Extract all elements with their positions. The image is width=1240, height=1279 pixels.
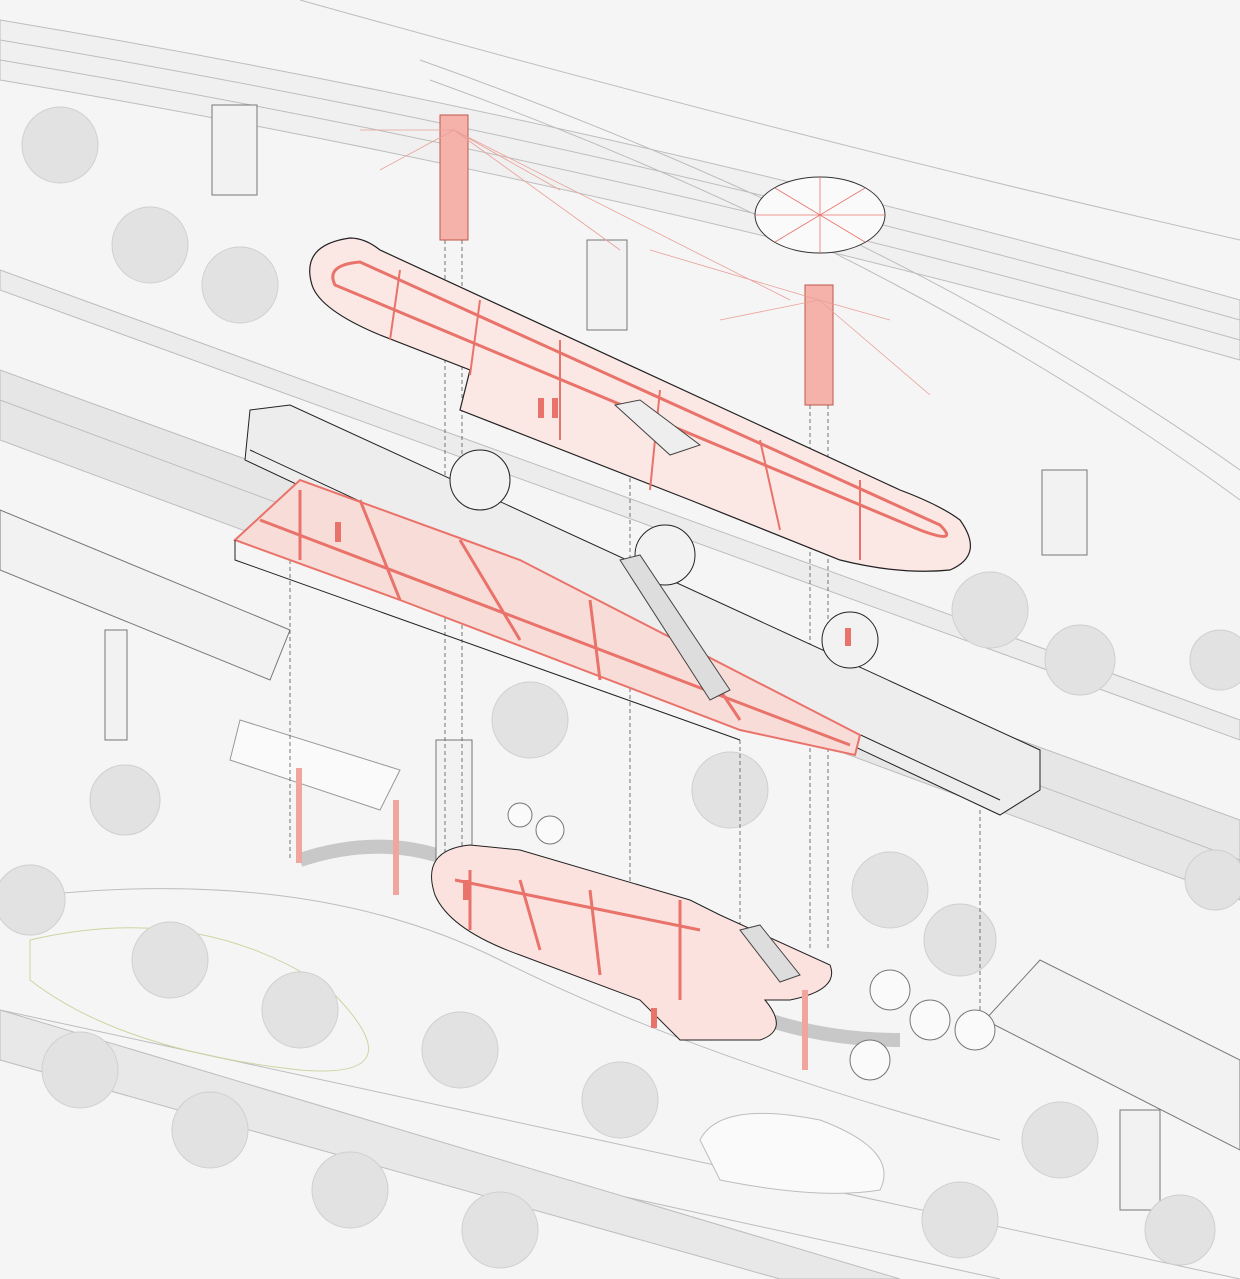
tree-icon [491,681,569,759]
lower-road-band [0,1009,901,1279]
tree-icon [131,921,209,999]
planter [954,1009,996,1051]
walkway-pier [104,629,128,741]
tree-icon [261,971,339,1049]
pool [229,719,401,811]
planter [849,1039,891,1081]
column [296,768,302,863]
tree-icon [691,751,769,829]
right-walkway-deck [984,959,1240,1151]
tree-icon [421,1011,499,1089]
highway-curve [419,59,1240,471]
viewing-pod [449,449,511,511]
tree-icon [1144,1194,1216,1266]
tree-icon [1189,629,1240,691]
tree-icon [311,1151,389,1229]
tree-icon [921,1181,999,1259]
loop-beams [389,269,861,560]
pavilion-stair [739,924,801,983]
planter [535,815,565,845]
walkway-deck [0,509,291,681]
pavilion-deck [431,844,832,1041]
beam [259,518,851,747]
tree-icon [111,206,189,284]
beam [358,499,402,601]
tree-icon [581,1061,659,1139]
station-level [233,404,1041,816]
highway-pier [1041,469,1088,556]
ground-pavilion [296,768,996,1081]
column [393,800,399,895]
beam [518,879,542,951]
tower-icon [804,284,834,406]
tree-icon [201,246,279,324]
trees [0,106,1240,1269]
road-band [0,269,1240,741]
top-level [309,237,971,572]
tree-icon [923,903,997,977]
tree-icon [1044,624,1116,696]
planter [869,969,911,1011]
highway-pier [211,104,258,196]
left-elevated-walkway [0,104,1240,1211]
pavilion-beams [454,870,701,1000]
beam [588,599,602,681]
upper-highway-line [0,39,1240,321]
tree-icon [1184,849,1240,911]
beam [469,299,481,376]
person-icon [552,398,558,418]
person-icon [845,628,851,646]
tree-icon [951,571,1029,649]
canopy-spokes [755,177,885,253]
upper-highway-line [0,59,1240,341]
person-icon [335,522,341,542]
tree-icon [1021,1101,1099,1179]
highway-curve [299,0,1240,241]
tree-icon [0,864,66,936]
cable [453,129,561,191]
cable [453,129,791,301]
upper-highway-band [0,19,1240,361]
platform-floor-edge [234,540,741,741]
tree-icon [461,1191,539,1269]
stair-opening [613,399,702,456]
cable [818,299,891,321]
towers [360,114,931,406]
beam [389,269,401,341]
cable [818,299,931,396]
tree-icon [171,1091,249,1169]
rail-deck [244,404,1041,816]
cable [719,299,820,321]
beam [588,889,602,976]
person-icon [463,880,469,900]
highway-pier [586,239,628,331]
spoke [774,187,866,243]
oval-island [699,1112,885,1194]
person-icon [538,398,544,418]
station-column [435,739,473,861]
stair [619,554,731,701]
walkway-pier [1119,1109,1161,1211]
tree-icon [21,106,99,184]
highway-curve [429,79,1240,501]
beam [454,878,701,932]
planter [909,999,951,1041]
cable [453,129,621,251]
cable [379,129,455,171]
column [802,990,808,1070]
planter [507,802,533,828]
loop-inner-path [331,260,949,538]
tree-icon [89,764,161,836]
tower-icon [439,114,469,241]
plaza-circles [507,802,996,1081]
beam [458,539,522,641]
cable [649,249,820,301]
tree-icon [851,851,929,929]
person-icon [651,1008,657,1028]
tree-icon [41,1031,119,1109]
cables [360,129,931,396]
beam [759,439,781,531]
